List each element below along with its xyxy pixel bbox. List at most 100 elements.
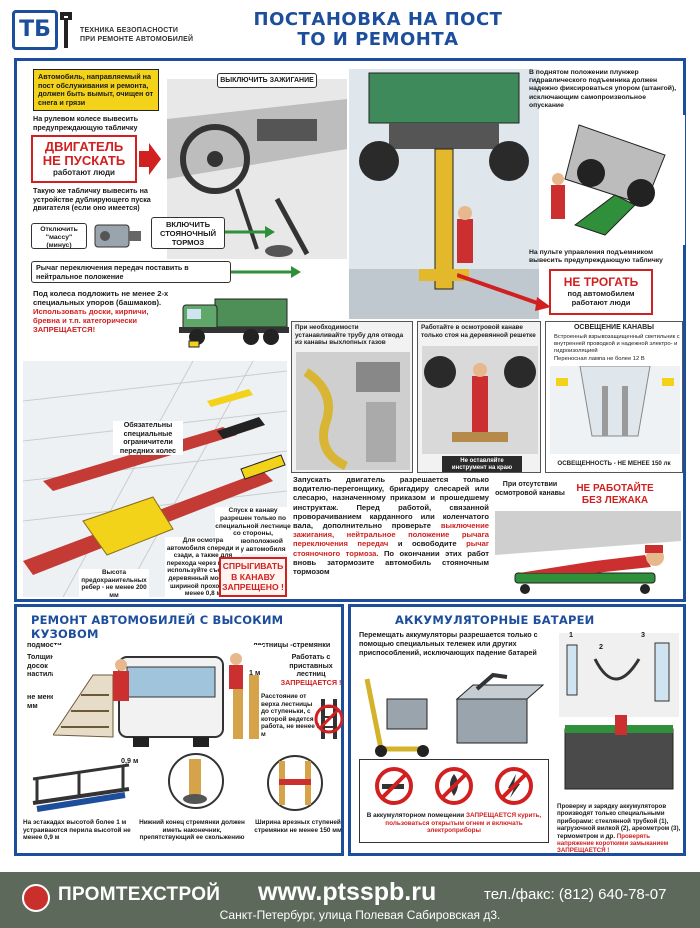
no-pit-note: При отсутствии осмотровой канавы <box>495 481 565 497</box>
main-panel: Автомобиль, направляемый на пост обслужи… <box>14 58 686 602</box>
subtitle-line-1: ТЕХНИКА БЕЗОПАСНОСТИ <box>80 27 179 34</box>
railing-note: На эстакадах высотой более 1 м устраиваю… <box>23 819 131 842</box>
tool-edge-warning: Не оставляйте инструмент на краю канавы <box>442 456 522 472</box>
header-subtitle: ТЕХНИКА БЕЗОПАСНОСТИ ПРИ РЕМОНТЕ АВТОМОБ… <box>80 26 193 44</box>
lift-sign-line-1: НЕ ТРОГАТЬ <box>563 275 639 289</box>
engine-start-text-4: По окончании этих работ вновь затормозит… <box>293 548 489 577</box>
engine-start-text-3: и освободите <box>397 539 457 549</box>
arrow-right-icon <box>231 266 301 278</box>
battery-check-text: Проверку и зарядку аккумуляторов произво… <box>557 803 681 840</box>
parking-brake-label: ВКЛЮЧИТЬ СТОЯНОЧНЫЙ ТОРМОЗ <box>151 217 225 249</box>
engine-sign-line-3: работают люди <box>53 168 115 177</box>
deck-thickness-label: Толщина досок настила <box>27 652 59 679</box>
jump-warning-line-1: СПРЫГИВАТЬ <box>222 561 284 571</box>
pit-worker-illustration <box>422 346 538 454</box>
steering-note: На рулевом колесе вывесить предупреждающ… <box>33 114 138 132</box>
battery-switch-icon <box>94 224 141 248</box>
arrow-right-icon <box>225 226 275 238</box>
exhaust-note: При необходимости устанавливайте трубу д… <box>295 324 404 347</box>
title-line-1: ПОСТАНОВКА НА ПОСТ <box>253 9 503 30</box>
jump-warning-line-3: ЗАПРЕЩЕНО ! <box>222 582 284 592</box>
ladders-label: лестницы -стремянки <box>253 640 331 649</box>
lighting-level: ОСВЕЩЕННОСТЬ - НЕ МЕНЕЕ 150 лк <box>548 458 680 469</box>
garage-pit-illustration <box>23 361 287 597</box>
wooden-grate-panel: Работайте в осмотровой канаве только сто… <box>417 321 541 473</box>
battery-room-note: В аккумуляторном помещении ЗАПРЕЩАЕТСЯ к… <box>366 812 542 835</box>
one-meter-label: 1 м <box>249 668 261 677</box>
battery-transport-note: Перемещать аккумуляторы разрешается толь… <box>359 630 538 657</box>
pit-lighting-panel: ОСВЕЩЕНИЕ КАНАВЫ Встроенный взрывозащище… <box>545 321 683 473</box>
attached-ladders-warning: Работать с приставных лестниц ЗАПРЕЩАЕТС… <box>279 652 343 687</box>
wrench-icon <box>60 12 72 48</box>
battery-check-warning: Проверять напряжение короткими замыкание… <box>557 832 669 855</box>
wheel-limiter-note: Обязательны специальные ограничители пер… <box>113 420 183 456</box>
ladder-tip-note: Нижний конец стремянки должен иметь нако… <box>139 819 245 842</box>
jump-warning-line-2: В КАНАВУ <box>231 571 275 582</box>
batteries-panel: АККУМУЛЯТОРНЫЕ БАТАРЕИ Перемещать аккуму… <box>348 604 686 856</box>
ignition-label: ВЫКЛЮЧИТЬ ЗАЖИГАНИЕ <box>217 73 317 88</box>
no-smoking-icon <box>375 767 413 805</box>
title-line-2: ТО И РЕМОНТА <box>297 29 459 50</box>
use-lounger-warning: НЕ РАБОТАЙТЕ БЕЗ ЛЕЖАКА <box>565 483 665 506</box>
no-electric-appliances-icon <box>495 767 533 805</box>
callout-1: 1 <box>569 630 573 639</box>
battery-room-text: В аккумуляторном помещении <box>366 812 465 819</box>
battery-testing-illustration <box>555 629 683 801</box>
batteries-title: АККУМУЛЯТОРНЫЕ БАТАРЕИ <box>395 613 595 627</box>
callout-3: 3 <box>641 630 645 639</box>
high-body-title: РЕМОНТ АВТОМОБИЛЕЙ С ВЫСОКИМ КУЗОВОМ <box>31 613 284 641</box>
arrow-right-icon <box>457 273 551 311</box>
poster-header: ТБ ТЕХНИКА БЕЗОПАСНОСТИ ПРИ РЕМОНТЕ АВТО… <box>8 6 692 56</box>
duplicate-sign-note: Такую же табличку вывесить на устройстве… <box>33 186 151 213</box>
tb-logo: ТБ <box>12 10 72 50</box>
raised-car-illustration <box>545 115 685 245</box>
high-body-repair-panel: РЕМОНТ АВТОМОБИЛЕЙ С ВЫСОКИМ КУЗОВОМ под… <box>14 604 344 856</box>
stands-label: подмости <box>27 640 62 649</box>
lighting-title: ОСВЕЩЕНИЕ КАНАВЫ <box>573 324 655 331</box>
attached-ladders-line-2: ЗАПРЕЩАЕТСЯ ! <box>280 677 342 687</box>
prohibited-ladder-icon <box>314 699 343 739</box>
engine-start-red-1: выключение зажигания, нейтральное положе… <box>293 521 489 549</box>
ladder-tip-illustration <box>168 753 224 809</box>
step-width-note: Ширина врезных ступеней стремянки не мен… <box>254 819 342 834</box>
tb-logo-text: ТБ <box>12 10 58 50</box>
grate-note: Работайте в осмотровой канаве только сто… <box>421 324 536 339</box>
ditch-descent-note: Спуск в канаву разрешен только по специа… <box>215 507 291 554</box>
company-website[interactable]: www.ptsspb.ru <box>258 878 437 906</box>
truck-illustration <box>179 298 289 348</box>
lift-plunger-note: В поднятом положении плунжер гидравличес… <box>529 69 677 109</box>
poster-title: ПОСТАНОВКА НА ПОСТ ТО И РЕМОНТА <box>218 10 538 50</box>
jump-in-pit-warning: СПРЫГИВАТЬ В КАНАВУ ЗАПРЕЩЕНО ! <box>219 557 287 597</box>
company-logo-icon <box>22 884 50 912</box>
footer: ПРОМТЕХСТРОЙ www.ptsspb.ru тел./факс: (8… <box>0 872 700 928</box>
lounger-warning-line-1: НЕ РАБОТАЙТЕ <box>576 483 654 494</box>
engine-start-rules: Запускать двигатель разрешается только в… <box>293 475 489 576</box>
company-name: ПРОМТЕХСТРОЙ <box>58 884 221 905</box>
exhaust-pipe-illustration <box>296 352 410 470</box>
top-step-note: Расстояние от верха лестницы до ступеньк… <box>261 693 321 738</box>
lift-do-not-touch-sign: НЕ ТРОГАТЬ под автомобилем работают люди <box>549 269 653 315</box>
engine-do-not-start-sign: ДВИГАТЕЛЬ НЕ ПУСКАТЬ работают люди <box>31 135 137 183</box>
wheel-chocks-note: Под колеса подложить не менее 2-х специа… <box>33 289 169 334</box>
lighting-item-2: Переносная лампа не более 12 В <box>554 356 645 362</box>
company-phone: тел./факс: (812) 640-78-07 <box>484 886 667 903</box>
car-arrival-note: Автомобиль, направляемый на пост обслужи… <box>33 69 159 112</box>
mechanic-on-lounger-illustration <box>495 511 681 594</box>
engine-sign-line-1: ДВИГАТЕЛЬ <box>44 139 124 154</box>
engine-start-text-2: Перед работой, связанной проворачиванием… <box>293 502 489 531</box>
ground-off-label: Отключить "массу" (минус) <box>31 223 87 249</box>
gear-neutral-label: Рычаг переключения передач поставить в н… <box>31 261 231 283</box>
railing-height-label: 0,9 м <box>121 756 139 765</box>
curb-height-note: Высота предохранительных ребер - не мене… <box>79 569 149 600</box>
engine-sign-line-2: НЕ ПУСКАТЬ <box>42 153 126 168</box>
lift-console-note: На пульте управления подъемником вывесит… <box>529 249 663 265</box>
wheel-chocks-text: Под колеса подложить не менее 2-х специа… <box>33 289 169 307</box>
no-fire-signs-panel: В аккумуляторном помещении ЗАПРЕЩАЕТСЯ к… <box>359 759 549 843</box>
exhaust-pipe-panel: При необходимости устанавливайте трубу д… <box>291 321 413 473</box>
wheel-chocks-warning: Использовать доски, кирпичи, бревна и т.… <box>33 307 149 334</box>
lift-sign-line-2: под автомобилем работают люди <box>567 289 635 307</box>
deck-thickness-value: не менее 50 мм <box>27 692 69 710</box>
arrow-right-icon <box>139 143 161 175</box>
bus-on-stands-illustration <box>53 645 263 749</box>
